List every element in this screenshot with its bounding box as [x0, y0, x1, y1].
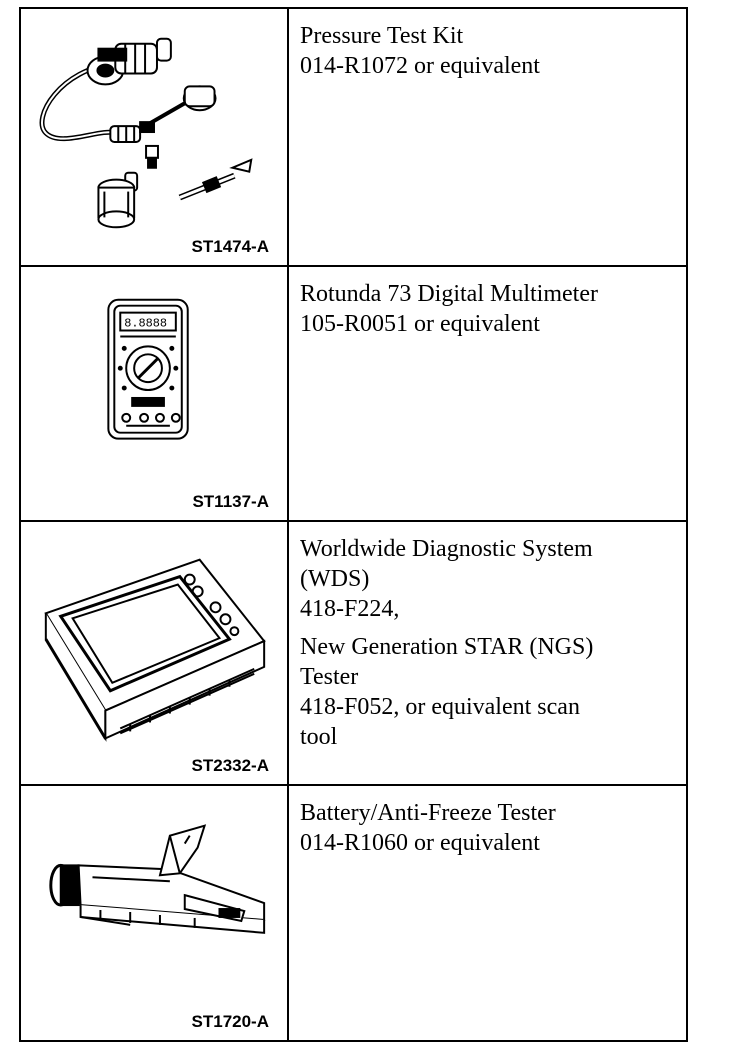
digital-multimeter-illustration: 8.8888: [107, 298, 189, 440]
tool-part-number: 014-R1072 or equivalent: [300, 53, 540, 79]
special-tools-table: ST1474-A Pressure Test Kit 014-R1072 or …: [19, 7, 688, 1042]
tool-row: 8.8888 ST1137-A Rotunda 73 Digital Multi…: [19, 265, 688, 522]
svg-text:8.8888: 8.8888: [124, 317, 167, 331]
figure-code: ST1474-A: [191, 237, 269, 256]
tool-alt-part-number-cont: tool: [300, 724, 338, 750]
tool-image-cell: ST1474-A: [19, 7, 289, 267]
figure-code: ST2332-A: [191, 756, 269, 775]
tool-name: Rotunda 73 Digital Multimeter: [300, 281, 598, 307]
tool-image-cell: 8.8888 ST1137-A: [19, 265, 289, 522]
tool-description-cell: Worldwide Diagnostic System (WDS) 418-F2…: [287, 520, 688, 786]
tool-description-cell: Battery/Anti-Freeze Tester 014-R1060 or …: [287, 784, 688, 1042]
tool-image-cell: ST2332-A: [19, 520, 289, 786]
tool-row: ST1720-A Battery/Anti-Freeze Tester 014-…: [19, 784, 688, 1042]
tool-part-number: 014-R1060 or equivalent: [300, 830, 540, 856]
tool-description-cell: Pressure Test Kit 014-R1072 or equivalen…: [287, 7, 688, 267]
tool-alt-name-cont: Tester: [300, 664, 359, 690]
tool-name-abbrev: (WDS): [300, 566, 370, 592]
battery-antifreeze-tester-illustration: [49, 824, 266, 934]
figure-code: ST1720-A: [191, 1012, 269, 1031]
tool-part-number: 418-F224,: [300, 596, 400, 622]
tool-alt-name: New Generation STAR (NGS): [300, 634, 594, 660]
tool-alt-part-number: 418-F052, or equivalent scan: [300, 694, 580, 720]
scan-tool-illustration: [44, 558, 266, 742]
tool-description-cell: Rotunda 73 Digital Multimeter 105-R0051 …: [287, 265, 688, 522]
tool-name: Pressure Test Kit: [300, 23, 464, 49]
figure-code: ST1137-A: [192, 492, 269, 511]
pressure-test-kit-illustration: [39, 37, 253, 229]
tool-row: ST1474-A Pressure Test Kit 014-R1072 or …: [19, 7, 688, 267]
tool-row: ST2332-A Worldwide Diagnostic System (WD…: [19, 520, 688, 786]
tool-name: Worldwide Diagnostic System: [300, 536, 593, 562]
tool-part-number: 105-R0051 or equivalent: [300, 311, 540, 337]
tool-image-cell: ST1720-A: [19, 784, 289, 1042]
tool-name: Battery/Anti-Freeze Tester: [300, 800, 556, 826]
